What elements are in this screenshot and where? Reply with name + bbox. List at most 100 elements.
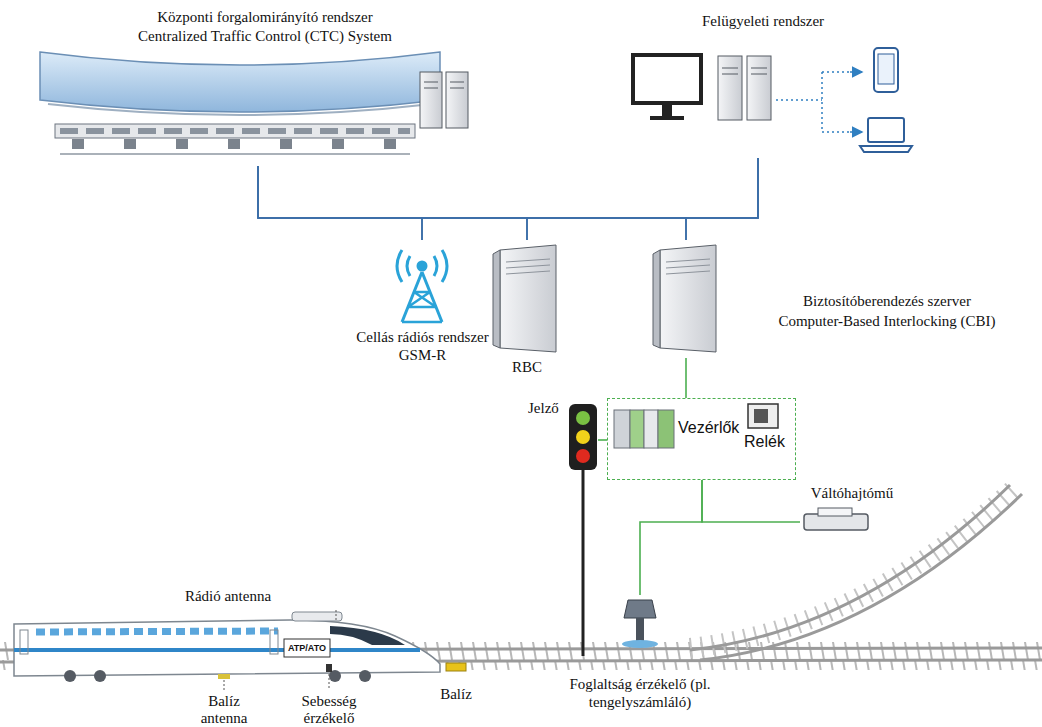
railway-track-part xyxy=(690,488,1015,648)
axle-counter-part xyxy=(622,640,658,648)
cbi-server-text: Biztosítóberendezés szerver xyxy=(758,292,1016,310)
rbc-server-part xyxy=(506,265,550,268)
train-part xyxy=(94,670,106,682)
connector-line xyxy=(258,166,686,240)
train-part xyxy=(64,670,76,682)
cbi-server-part xyxy=(660,245,716,352)
monitoring-system-text: Felügyeleti rendszer xyxy=(702,12,902,30)
rbc-server-part xyxy=(493,250,500,348)
railway-track-part xyxy=(700,494,1022,660)
point-machine-text: Váltóhajtómű xyxy=(800,484,904,502)
plc-controller-part xyxy=(658,410,674,448)
train-part xyxy=(14,620,440,676)
cbi-server-part xyxy=(653,250,660,348)
connector-line xyxy=(640,480,702,595)
railway-track-part xyxy=(690,485,1010,650)
gsmr-system: Cellás rádiós rendszerGSM-R xyxy=(330,240,519,368)
gsmr-tower-part xyxy=(407,256,437,276)
remote-devices-part xyxy=(878,54,894,84)
signal-part xyxy=(576,411,590,425)
remote-devices-part xyxy=(776,72,858,132)
train-part xyxy=(284,639,330,657)
leader-lines-part xyxy=(224,680,225,690)
gsmr-tower xyxy=(397,250,447,322)
remote-devices-part xyxy=(874,48,898,92)
monitoring-workstation-part xyxy=(650,116,684,120)
train-part xyxy=(20,630,28,654)
train-part xyxy=(330,626,405,645)
rbc-server-part xyxy=(500,245,556,352)
train-part xyxy=(270,630,278,654)
ctc-servers-part xyxy=(450,88,464,89)
axle-counter-part xyxy=(636,618,644,642)
monitoring-workstation-part xyxy=(751,74,767,75)
signal-part xyxy=(582,470,585,656)
controller-cabinet-text: Relék xyxy=(744,433,792,451)
connector-line xyxy=(422,158,758,240)
cbi-server: Biztosítóberendezés szerverComputer-Base… xyxy=(650,240,1020,358)
remote-devices-part xyxy=(850,71,862,73)
signal-part xyxy=(569,404,597,470)
signal xyxy=(569,404,597,656)
signal-part xyxy=(576,430,590,444)
leader-lines-part xyxy=(336,608,337,620)
axle-counter-part xyxy=(624,600,656,618)
connector-line xyxy=(686,158,758,240)
train-part xyxy=(36,631,278,632)
leader-lines xyxy=(224,608,336,690)
ctc-videowall-part xyxy=(55,124,415,138)
atp-ato-label: ATP/ATO xyxy=(285,640,329,656)
ctc-videowall-part xyxy=(72,139,400,149)
gsmr-tower-part xyxy=(397,250,447,282)
balise xyxy=(446,663,466,671)
monitoring-workstation-part xyxy=(751,68,767,69)
connector-line xyxy=(685,358,687,398)
monitoring-workstation-part xyxy=(718,56,742,120)
ctc-videowall xyxy=(40,52,440,154)
railway-track-part xyxy=(0,648,1042,650)
axle-counter xyxy=(622,600,658,648)
cbi-server-text: Computer-Based Interlocking (CBI) xyxy=(758,312,1016,330)
cbi-server-part xyxy=(666,259,710,262)
connector-line xyxy=(702,480,800,522)
gsmr-tower-part xyxy=(402,292,442,322)
plc-controller xyxy=(614,410,674,448)
controller-cabinet: VezérlőkRelék xyxy=(607,398,796,480)
connector-line xyxy=(527,158,758,240)
gsmr-tower-part xyxy=(418,262,426,270)
train-part xyxy=(14,648,420,652)
remote-devices-part xyxy=(850,131,862,133)
ctc-servers-part xyxy=(450,82,464,83)
train-part xyxy=(326,664,332,672)
rbc-server-part xyxy=(506,271,550,274)
ctc-videowall-part xyxy=(60,128,410,134)
point-machine-part xyxy=(818,508,852,516)
relay-icon xyxy=(748,404,778,428)
balise-label: Balíz xyxy=(426,686,486,703)
plc-controller-part xyxy=(614,410,630,448)
leader-lines-part xyxy=(329,674,330,690)
monitoring-workstation-part xyxy=(722,74,738,75)
monitoring-workstation-part xyxy=(633,55,701,103)
balise-part xyxy=(446,663,466,671)
relay-icon-part xyxy=(754,409,768,423)
signal-part xyxy=(576,449,590,463)
balise-antenna-label: Balíz antenna xyxy=(189,693,259,727)
signal: Jelző xyxy=(528,395,598,475)
gsmr-tower-part xyxy=(402,272,442,322)
occupancy-detector-text: Foglaltság érzékelő (pl. tengelyszámláló… xyxy=(565,675,715,711)
train-part xyxy=(359,670,371,682)
gsmr-system-text: Cellás rádiós rendszer xyxy=(330,328,515,346)
relay-icon-part xyxy=(748,404,778,428)
point-machine: Váltóhajtómű xyxy=(800,484,908,538)
ctc-servers-part xyxy=(424,88,438,89)
ctc-servers-part xyxy=(420,72,442,128)
ctc-system-text: Centralized Traffic Control (CTC) System xyxy=(30,27,500,45)
train-part xyxy=(292,612,342,621)
ctc-system: Központi forgalomirányító rendszerCentra… xyxy=(30,4,504,166)
connector-line xyxy=(598,439,607,441)
remote-devices-part xyxy=(868,118,904,142)
gsmr-system-text: GSM-R xyxy=(330,346,515,364)
rbc-server-part xyxy=(506,259,550,262)
